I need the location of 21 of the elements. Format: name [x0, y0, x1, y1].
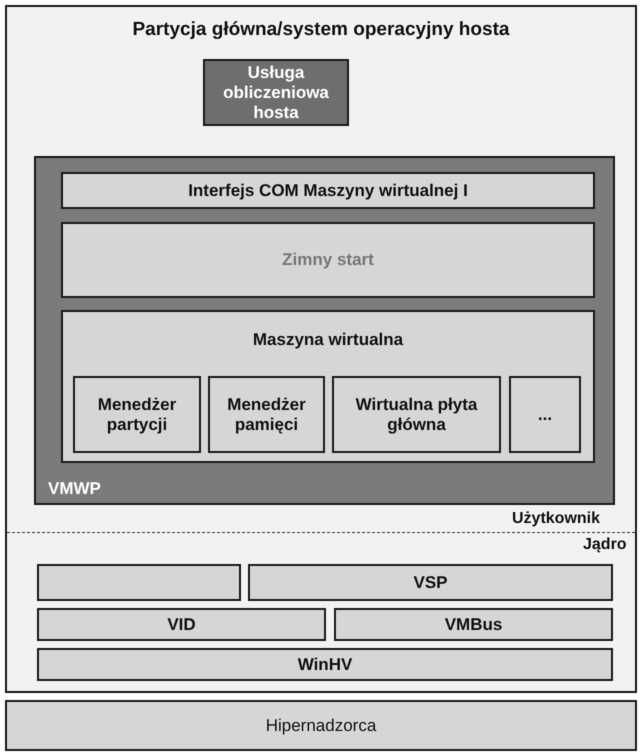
- ellipsis-box: ...: [509, 376, 581, 453]
- virtual-machine-panel: [61, 310, 595, 463]
- host-partition-panel: [5, 5, 637, 693]
- empty-box: [37, 564, 241, 601]
- worker-process-panel: [34, 156, 615, 505]
- layer-label: Użytkownik: [512, 510, 600, 528]
- panel-label: VMWP: [48, 479, 101, 499]
- component-box: Menedżer pamięci: [208, 376, 325, 453]
- hypervisor-bar: Hipernadzorca: [5, 700, 637, 751]
- component-box: Wirtualna płyta główna: [332, 376, 501, 453]
- component-box: Menedżer partycji: [73, 376, 201, 453]
- driver-bar: VID: [37, 608, 326, 641]
- driver-bar: WinHV: [37, 648, 613, 681]
- driver-bar: VMBus: [334, 608, 613, 641]
- service-box: Usługa obliczeniowa hosta: [203, 59, 349, 126]
- driver-bar: VSP: [248, 564, 613, 601]
- cold-start-bar: Zimny start: [61, 222, 595, 298]
- interface-bar: Interfejs COM Maszyny wirtualnej I: [61, 172, 595, 209]
- panel-heading: Maszyna wirtualna: [252, 330, 404, 350]
- panel-heading: Partycja główna/system operacyjny hosta: [132, 19, 510, 41]
- layer-label: Jądro: [583, 536, 627, 554]
